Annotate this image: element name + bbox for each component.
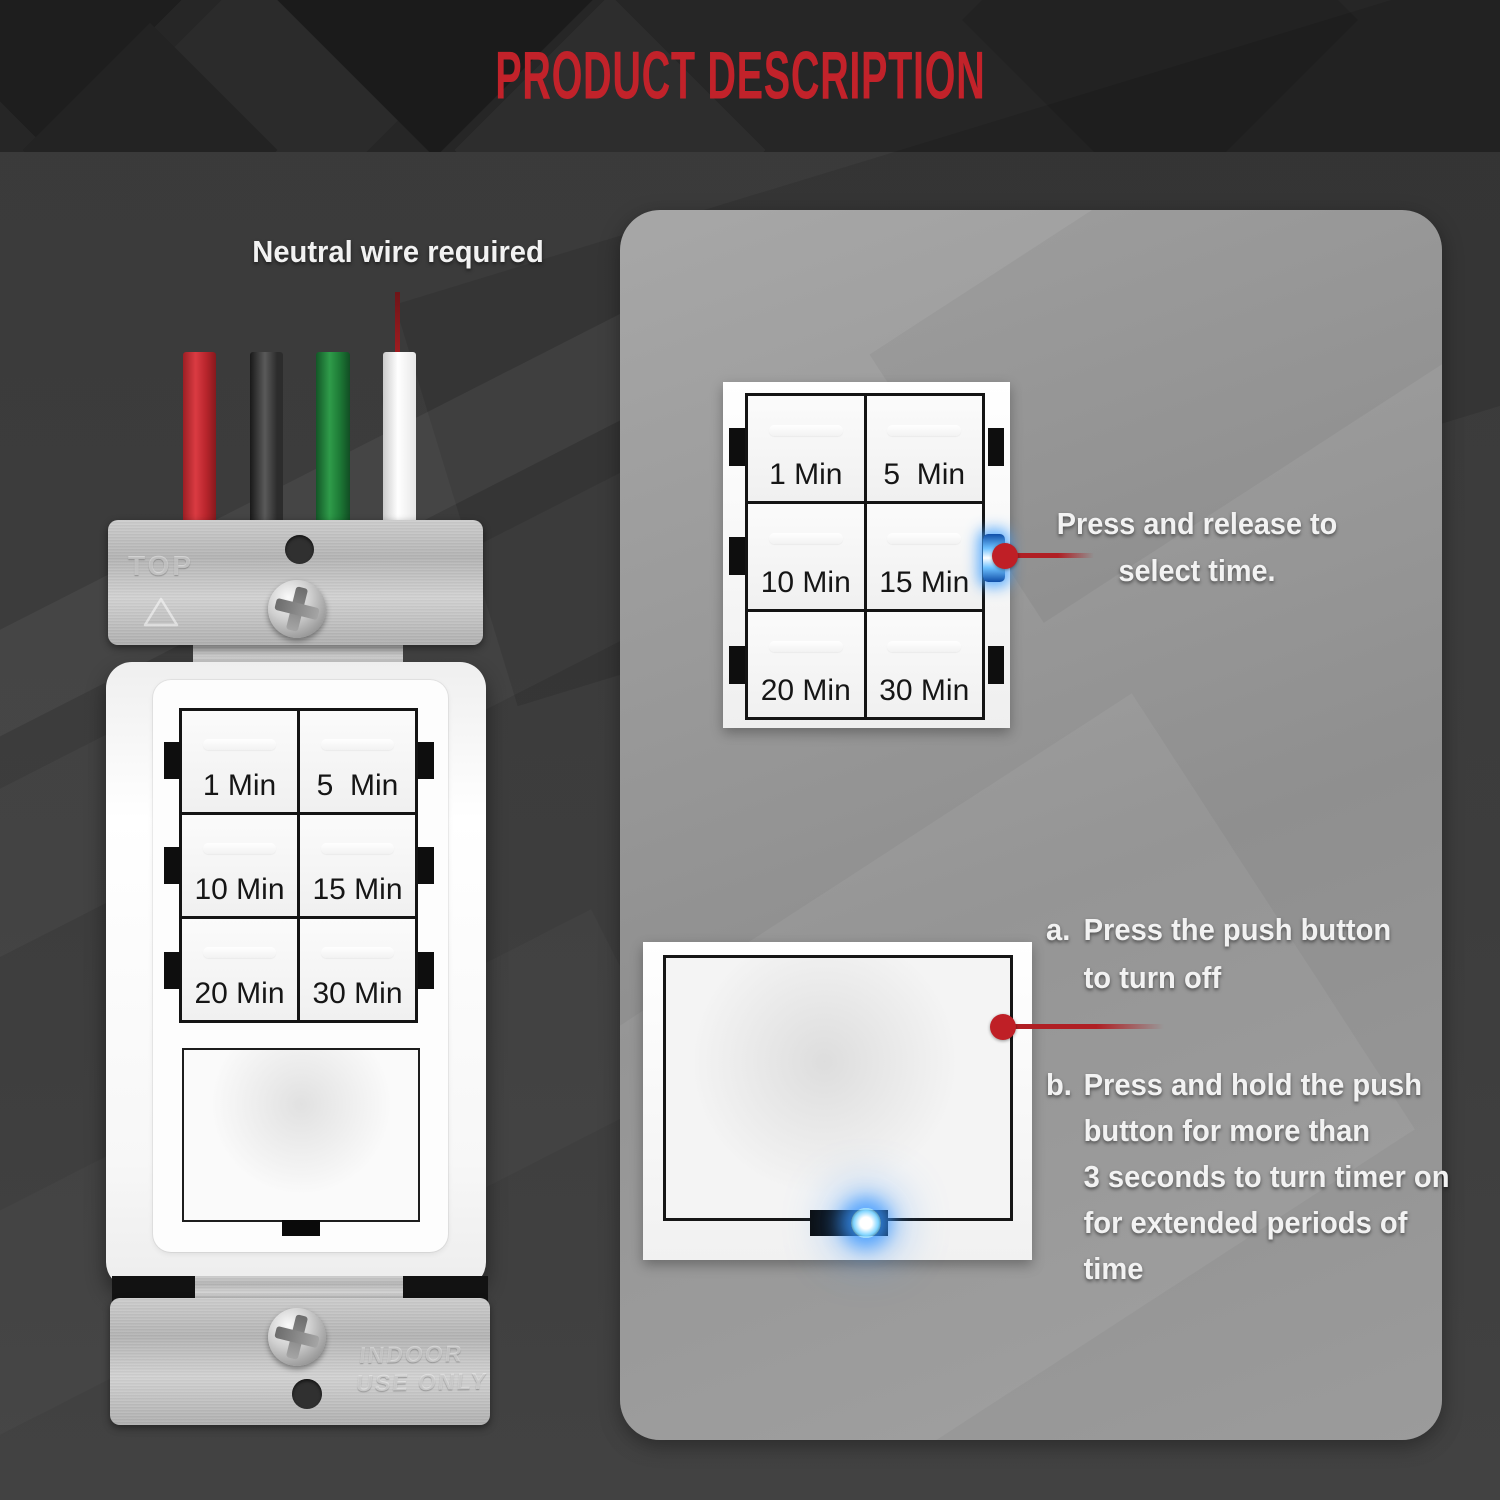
mounting-tab <box>418 742 434 779</box>
instruction-b-marker: b. <box>1046 1067 1072 1102</box>
timer-button-20min[interactable]: 20 Min <box>748 612 864 717</box>
button-ridge <box>320 739 395 751</box>
mounting-hole <box>285 535 314 564</box>
instruction-a: a. Press the push button to turn off <box>1046 906 1460 1002</box>
timer-button-10min[interactable]: 10 Min <box>748 504 864 609</box>
mounting-hole <box>292 1379 322 1409</box>
timer-switch-body: 1 Min 5 Min 10 Min 15 Min 20 Min 30 Min <box>106 662 486 1288</box>
timer-button-grid: 1 Min 5 Min 10 Min 15 Min 20 Min 30 Min <box>179 708 418 1023</box>
button-ridge <box>768 641 843 653</box>
pointer-dot-select-time <box>992 543 1018 569</box>
zoom-timer-button-grid: 1 Min 5 Min 10 Min 15 Min 20 Min 30 Min <box>745 393 985 720</box>
green-wire <box>316 352 350 526</box>
button-ridge <box>320 843 395 855</box>
pointer-dot-push-button <box>990 1014 1016 1040</box>
mounting-tab <box>418 847 434 884</box>
mounting-tab <box>988 428 1004 466</box>
red-wire <box>183 352 216 526</box>
button-ridge <box>887 533 962 545</box>
button-ridge <box>202 947 277 959</box>
push-button-instructions: a. Press the push button to turn off b. … <box>1046 906 1486 1292</box>
top-plate-label: TOP <box>128 550 195 581</box>
timer-button-5min[interactable]: 5 Min <box>300 711 415 812</box>
mounting-screw <box>268 580 326 638</box>
pointer-line-select-time <box>1014 553 1094 558</box>
bottom-plate-tab <box>195 1276 403 1302</box>
button-ridge <box>768 425 843 437</box>
instruction-a-marker: a. <box>1046 912 1071 947</box>
instruction-panel: 1 Min 5 Min 10 Min 15 Min 20 Min 30 Min <box>620 210 1442 1440</box>
instruction-b: b. Press and hold the push button for mo… <box>1046 1062 1460 1292</box>
mounting-tab <box>418 952 434 989</box>
timer-button-10min[interactable]: 10 Min <box>182 815 297 916</box>
button-ridge <box>887 425 962 437</box>
page-title: PRODUCT DESCRIPTION <box>494 36 986 114</box>
white-neutral-wire <box>383 352 416 526</box>
mounting-tab <box>164 952 180 989</box>
zoom-push-button-pad <box>643 942 1032 1260</box>
top-mounting-plate: TOP <box>108 520 483 645</box>
timer-button-15min[interactable]: 15 Min <box>866 504 982 609</box>
select-time-note: Press and release to select time. <box>1056 506 1338 588</box>
indoor-use-label: INDOOR USE ONLY <box>355 1340 490 1397</box>
button-ridge <box>202 739 277 751</box>
pointer-line-push-button <box>1014 1024 1164 1029</box>
push-button-large[interactable] <box>663 955 1013 1221</box>
mounting-tab <box>164 742 180 779</box>
zoom-button-pad: 1 Min 5 Min 10 Min 15 Min 20 Min 30 Min <box>723 382 1010 728</box>
black-wire <box>250 352 283 526</box>
mounting-tab <box>729 646 745 684</box>
mounting-tab <box>729 428 745 466</box>
timer-button-1min[interactable]: 1 Min <box>182 711 297 812</box>
alignment-triangle-icon <box>142 596 180 628</box>
mounting-screw <box>268 1308 326 1366</box>
timer-button-30min[interactable]: 30 Min <box>300 919 415 1020</box>
mounting-tab <box>988 646 1004 684</box>
button-ridge <box>768 533 843 545</box>
pointer-line-neutral <box>395 292 400 392</box>
background-top-band <box>0 0 1500 152</box>
timer-button-30min[interactable]: 30 Min <box>866 612 982 717</box>
neutral-wire-note: Neutral wire required <box>252 234 544 269</box>
timer-button-1min[interactable]: 1 Min <box>748 396 864 501</box>
button-ridge <box>887 641 962 653</box>
button-ridge <box>320 947 395 959</box>
timer-button-20min[interactable]: 20 Min <box>182 919 297 1020</box>
timer-button-5min[interactable]: 5 Min <box>866 396 982 501</box>
blue-led-glow <box>851 1208 881 1238</box>
push-button[interactable] <box>182 1048 420 1222</box>
led-slot <box>282 1220 320 1236</box>
mounting-tab <box>729 537 745 575</box>
timer-button-15min[interactable]: 15 Min <box>300 815 415 916</box>
mounting-tab <box>164 847 180 884</box>
bottom-mounting-plate: INDOOR USE ONLY <box>110 1298 490 1425</box>
button-ridge <box>202 843 277 855</box>
